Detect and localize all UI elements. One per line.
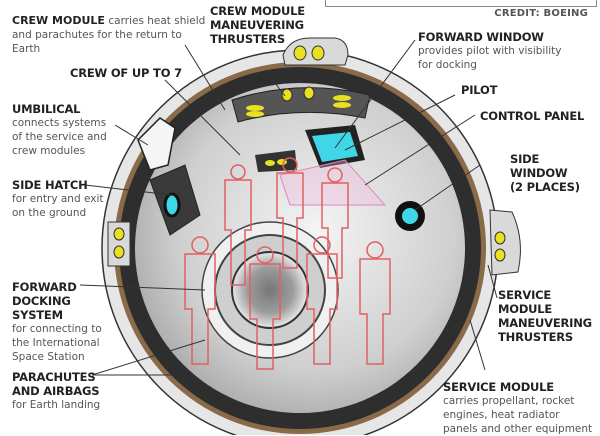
service-thruster-pod-top (282, 37, 349, 66)
forward-docking-title: FORWARD DOCKING SYSTEM (12, 280, 77, 322)
label-side-hatch: SIDE HATCH for entry and exit on the gro… (12, 178, 112, 220)
forward-window-desc: provides pilot with visibility for docki… (418, 45, 562, 71)
crew-module-desc: carries heat shield and parachutes for t… (12, 15, 206, 55)
parachutes-title: PARACHUTES AND AIRBAGS (12, 370, 100, 398)
umbilical-title: UMBILICAL (12, 102, 81, 116)
crew-title: CREW OF UP TO 7 (70, 66, 182, 80)
label-pilot: PILOT (461, 83, 497, 97)
crew-figure (359, 241, 391, 365)
label-forward-docking: FORWARD DOCKING SYSTEM for connecting to… (12, 280, 122, 364)
label-crew-module: CREW MODULE carries heat shield and para… (12, 14, 212, 56)
label-crew: CREW OF UP TO 7 (70, 66, 182, 80)
side-window-title: SIDE WINDOW (2 PLACES) (510, 152, 580, 194)
forward-docking-system (201, 221, 339, 359)
credit-text: CREDIT: BOEING (494, 8, 588, 19)
crew-thruster-panel (231, 86, 371, 123)
side-hatch-title: SIDE HATCH (12, 178, 88, 192)
forward-docking-desc: for connecting to the International Spac… (12, 323, 102, 363)
crew-figure (306, 236, 338, 365)
leader-lines (79, 39, 498, 376)
label-control-panel: CONTROL PANEL (480, 109, 584, 123)
side-window (395, 201, 425, 231)
crew-figure (276, 157, 304, 269)
service-module-title: SERVICE MODULE (443, 380, 554, 394)
service-thruster-pod-left (107, 221, 131, 267)
crew-module-title: CREW MODULE (12, 14, 105, 27)
control-panel (255, 150, 297, 172)
control-panel-title: CONTROL PANEL (480, 109, 585, 123)
side-hatch-desc: for entry and exit on the ground (12, 193, 104, 219)
crew-thrusters-title: CREW MODULE MANEUVERING THRUSTERS (210, 4, 305, 46)
crew-figure (224, 164, 252, 286)
forward-window-title: FORWARD WINDOW (418, 30, 544, 44)
label-service-module: SERVICE MODULE carries propellant, rocke… (443, 380, 593, 436)
label-side-window: SIDE WINDOW (2 PLACES) (510, 152, 580, 194)
label-parachutes: PARACHUTES AND AIRBAGS for Earth landing (12, 370, 112, 412)
crew-figure (184, 236, 216, 365)
label-umbilical: UMBILICAL connects systems of the servic… (12, 102, 112, 158)
umbilical-shape (137, 117, 176, 171)
service-thrusters-title: SERVICE MODULE MANEUVERING THRUSTERS (498, 288, 592, 344)
service-module-desc: carries propellant, rocket engines, heat… (443, 395, 593, 435)
crew-figure (249, 246, 281, 370)
label-crew-thrusters: CREW MODULE MANEUVERING THRUSTERS (210, 4, 305, 46)
crew-figure (321, 167, 349, 279)
pilot-title: PILOT (461, 83, 498, 97)
umbilical-desc: connects systems of the service and crew… (12, 117, 107, 157)
forward-window (305, 125, 365, 168)
parachutes-desc: for Earth landing (12, 399, 101, 411)
side-hatch (149, 164, 201, 236)
credit-frame (325, 0, 597, 7)
label-service-thrusters: SERVICE MODULE MANEUVERING THRUSTERS (498, 288, 592, 344)
service-thruster-pod-right (489, 209, 521, 276)
label-forward-window: FORWARD WINDOW provides pilot with visib… (418, 30, 568, 72)
crew-silhouettes (184, 157, 391, 370)
